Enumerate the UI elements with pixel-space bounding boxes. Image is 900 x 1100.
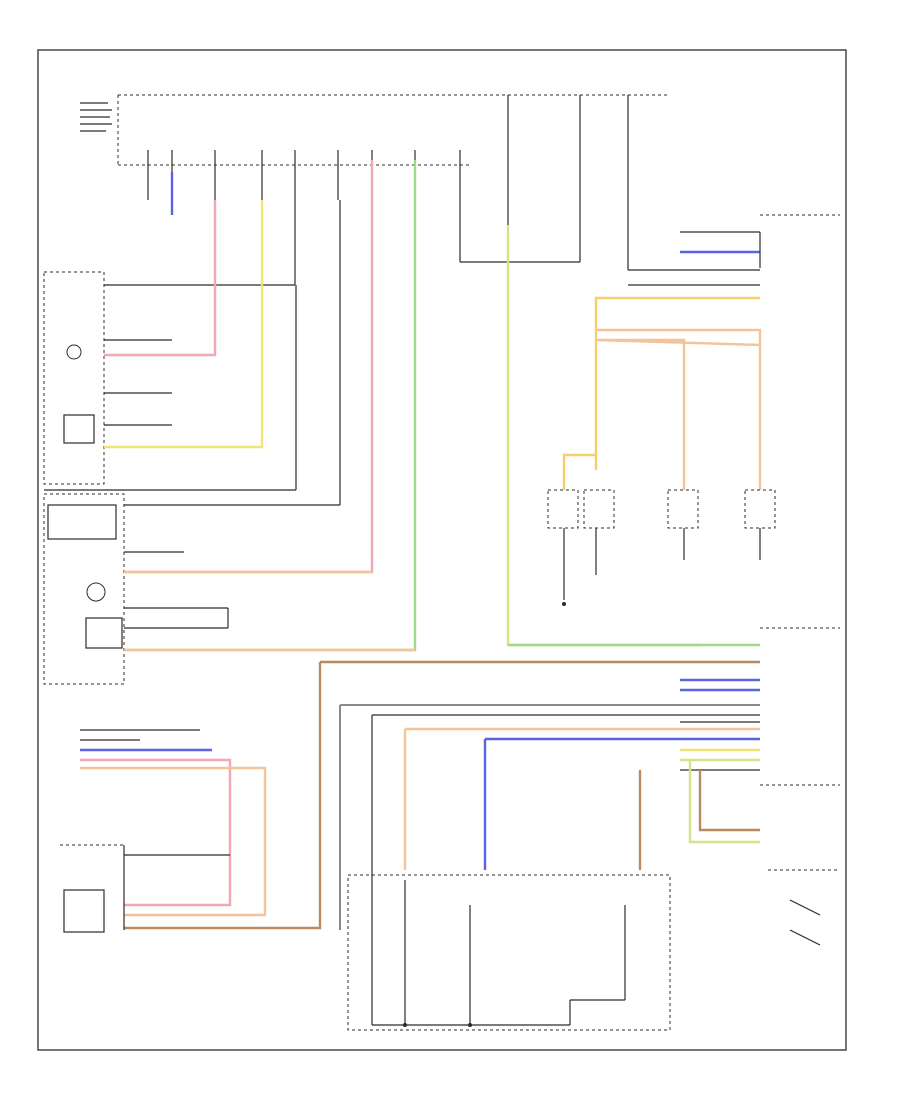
wire-pink-right-high	[104, 200, 217, 357]
wire-gold-lamps	[594, 296, 760, 470]
right-connector-stack	[124, 627, 840, 930]
light-switch-right-top	[628, 214, 840, 286]
source-label-block	[80, 102, 112, 132]
wire-orange-lamps	[595, 338, 761, 490]
left-headlight-assembly	[43, 200, 341, 685]
wire-orange-lamps-2	[596, 328, 762, 490]
lighting-switch-bottom-right	[688, 760, 840, 946]
ambient-sensor	[60, 844, 230, 933]
wire-yellow-right-low	[104, 200, 264, 449]
wire-yellowgreen-relay	[506, 225, 700, 647]
wire-pink-left-high	[124, 160, 374, 574]
junction-box	[117, 94, 760, 271]
diagram-frame	[37, 49, 847, 1051]
headlight-control-module	[80, 729, 267, 917]
turn-signal-lamps	[547, 489, 776, 606]
wire-gold-lamp-left	[562, 453, 596, 490]
multifunction-switch	[347, 715, 671, 1031]
